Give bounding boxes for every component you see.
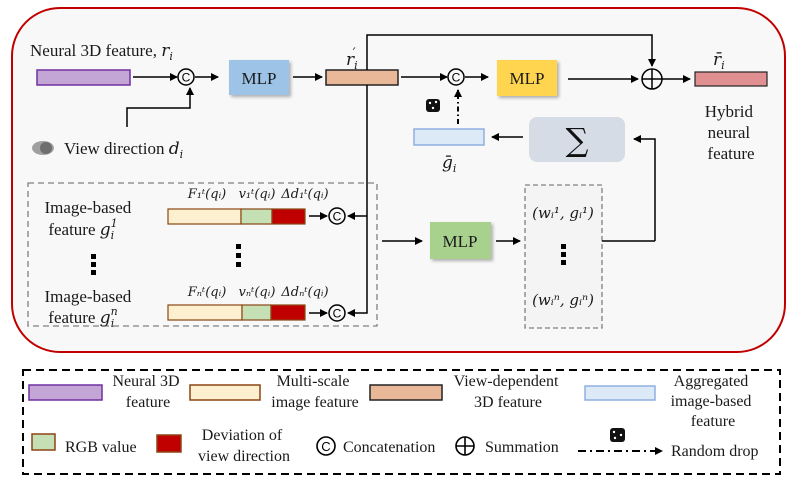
weight-pair-1: (wᵢ¹, gᵢ¹) <box>532 204 594 222</box>
svg-text:Deviation of view direct: Deviation of view direction <box>198 427 290 465</box>
connector-line <box>633 135 656 241</box>
r-prime-symbol: ri′ <box>346 46 358 72</box>
legend-item-neural-3d: Neural 3D feature <box>28 373 183 411</box>
legend-item-aggregated: Aggregated image-based feature <box>584 373 756 430</box>
svg-text:C: C <box>333 307 342 321</box>
legend-item-random-drop: Random drop <box>578 428 759 460</box>
svg-text:Multi-scale image featur: Multi-scale image feature <box>271 373 359 411</box>
mlp-block-fusion <box>497 60 557 96</box>
segment-label: Δdₙᵗ(qᵢ) <box>280 285 328 300</box>
skip-connection <box>366 34 656 70</box>
arrow <box>126 87 194 127</box>
svg-text:Random drop: Random drop <box>671 443 759 460</box>
legend-item-concatenation: C Concatenation <box>316 436 435 456</box>
legend-item-view-dependent: View-dependent 3D feature <box>369 373 563 411</box>
aggregated-feature-bar <box>413 128 485 146</box>
segment-label: vₙᵗ(qᵢ) <box>239 285 276 300</box>
g-bar-symbol: ḡi <box>442 153 456 175</box>
svg-text:C: C <box>333 210 342 224</box>
mlp-label: MLP <box>242 69 277 88</box>
summation-icon <box>641 68 663 90</box>
svg-text:C: C <box>452 71 461 85</box>
sum-symbol: ∑ <box>566 121 589 159</box>
neural-feature-label: Neural 3D feature, ri <box>30 41 173 63</box>
hybrid-feature-bar <box>694 71 768 87</box>
ellipsis-icon <box>561 244 566 265</box>
connector-line <box>347 85 368 317</box>
concat-icon: C <box>177 68 195 86</box>
image-feature-bar-1 <box>167 208 306 225</box>
mlp-block-weights <box>430 222 491 259</box>
svg-text:C: C <box>321 439 330 454</box>
neural-3d-feature-bar <box>36 69 131 86</box>
segment-label: Fₙᵗ(qᵢ) <box>187 285 227 300</box>
svg-text:RGB value: RGB value <box>65 439 137 456</box>
hybrid-label: Hybrid neural feature <box>705 102 757 163</box>
legend-item-rgb: RGB value <box>31 433 137 456</box>
mlp-block-view <box>229 60 289 95</box>
concat-icon: C <box>328 207 346 225</box>
view-direction-label: View direction di <box>64 139 183 161</box>
ellipsis-icon <box>236 244 241 267</box>
ellipsis-icon <box>91 254 96 275</box>
segment-label: Δd₁ᵗ(qᵢ) <box>280 187 328 202</box>
aggregation-sum-block <box>529 117 625 162</box>
segment-label: v₁ᵗ(qᵢ) <box>239 187 276 202</box>
legend-item-summation: Summation <box>455 436 559 456</box>
svg-text:C: C <box>182 71 191 85</box>
concat-icon: C <box>328 304 346 322</box>
legend-item-deviation: Deviation of view direction <box>156 427 290 465</box>
weight-pair-n: (wᵢⁿ, gᵢⁿ) <box>532 291 594 309</box>
svg-text:Concatenation: Concatenation <box>343 439 435 456</box>
svg-text:Aggregated image-based: Aggregated image-based feature <box>671 373 756 430</box>
eye-icon <box>32 141 54 155</box>
dice-icon <box>610 428 625 442</box>
dice-icon <box>426 99 440 112</box>
concat-icon: C <box>447 68 465 86</box>
r-bar-symbol: r̄i <box>713 50 725 72</box>
image-feature-bar-n <box>167 304 306 321</box>
mlp-label: MLP <box>443 232 478 251</box>
mlp-label: MLP <box>510 69 545 88</box>
view-dependent-feature-bar <box>325 69 399 86</box>
svg-text:Summation: Summation <box>485 439 559 456</box>
svg-text:Neural 3D feature: Neural 3D feature <box>112 373 183 411</box>
segment-label: F₁ᵗ(qᵢ) <box>187 187 227 202</box>
svg-text:View-dependent 3D featur: View-dependent 3D feature <box>454 373 563 411</box>
image-features-group <box>27 182 378 327</box>
legend-item-multi-scale: Multi-scale image feature <box>189 373 359 411</box>
